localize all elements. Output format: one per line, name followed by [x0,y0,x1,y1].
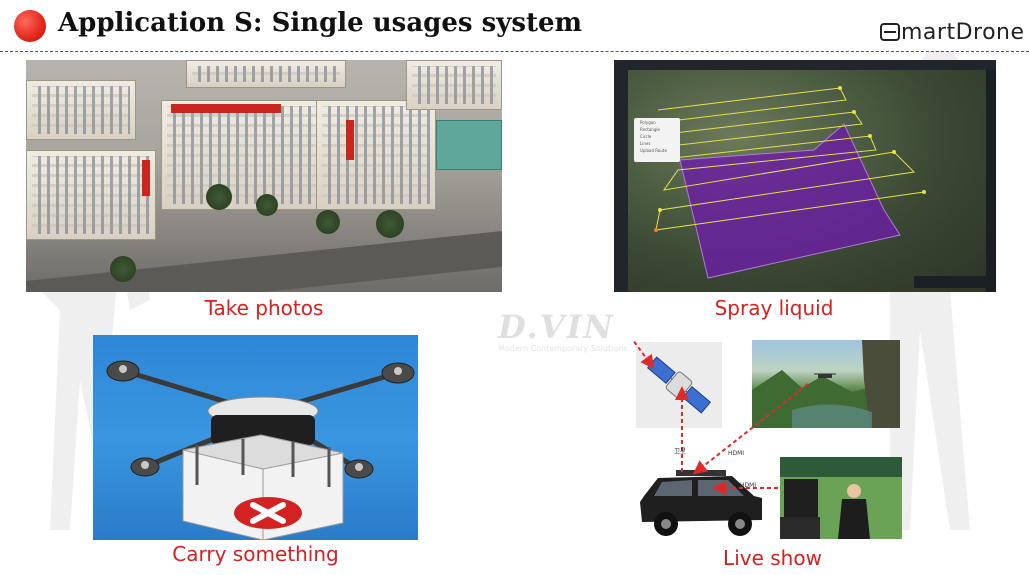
red-circle-icon [14,10,46,42]
menu-item-upload-route[interactable]: Upload Route [640,148,667,153]
label-hdmi-studio: HDMI [740,482,757,489]
building-left [26,150,156,240]
shape-menu: Polygon Rectangle Circle Lines Upload Ro… [634,118,680,162]
building-far-right [406,60,502,110]
road [26,230,502,292]
watermark: D.VIN Modern Contemporary Solutions [498,308,648,358]
caption-live-show: Live show [723,546,822,570]
drone-icon [106,360,415,540]
brand-logo: martDrone [880,20,1025,45]
tree [110,256,136,282]
photo-campus-aerial [26,60,502,292]
caption-carry-something: Carry something [172,542,339,566]
map-status-bar [914,276,990,288]
building-top [186,60,346,88]
menu-item-circle[interactable]: Circle [640,134,652,139]
page-title: Application S: Single usages system [58,8,583,38]
landscape-scene [752,340,900,428]
menu-item-rectangle[interactable]: Rectangle [640,127,660,132]
building-left-top [26,80,136,140]
red-sign-right [346,120,354,160]
signal-arrows [631,340,809,495]
studio-scene [780,457,902,539]
spray-mission-map: Polygon Rectangle Circle Lines Upload Ro… [614,60,996,292]
menu-item-lines[interactable]: Lines [640,141,651,146]
brand-name: martDrone [901,20,1025,45]
label-hdmi-drone: HDMI [728,450,745,457]
red-banner [171,104,281,113]
drone-landscape-photo [752,340,900,428]
caption-spray-liquid: Spray liquid [714,296,834,320]
header-divider [0,51,1029,52]
tree [256,194,278,216]
map-sidebar [614,70,628,292]
studio-broadcast-photo [780,457,902,539]
red-sign [142,160,150,196]
map-toolbar [614,60,996,70]
smartdrone-logo-icon [880,23,900,41]
building-right [316,100,436,210]
tree [206,184,232,210]
live-show-diagram: 卫星 HDMI HDMI [630,340,905,540]
watermark-subtitle: Modern Contemporary Solutions [498,344,628,353]
cargo-drone-photo [93,335,418,540]
caption-take-photos: Take photos [204,296,324,320]
tree [376,210,404,238]
label-uplink: 卫星 [674,448,687,455]
spray-area-overlay [654,86,926,279]
tree [316,210,340,234]
menu-item-polygon[interactable]: Polygon [640,120,656,125]
building-main [161,100,326,210]
watermark-logo: D.VIN [498,308,615,346]
sports-court [436,120,502,170]
